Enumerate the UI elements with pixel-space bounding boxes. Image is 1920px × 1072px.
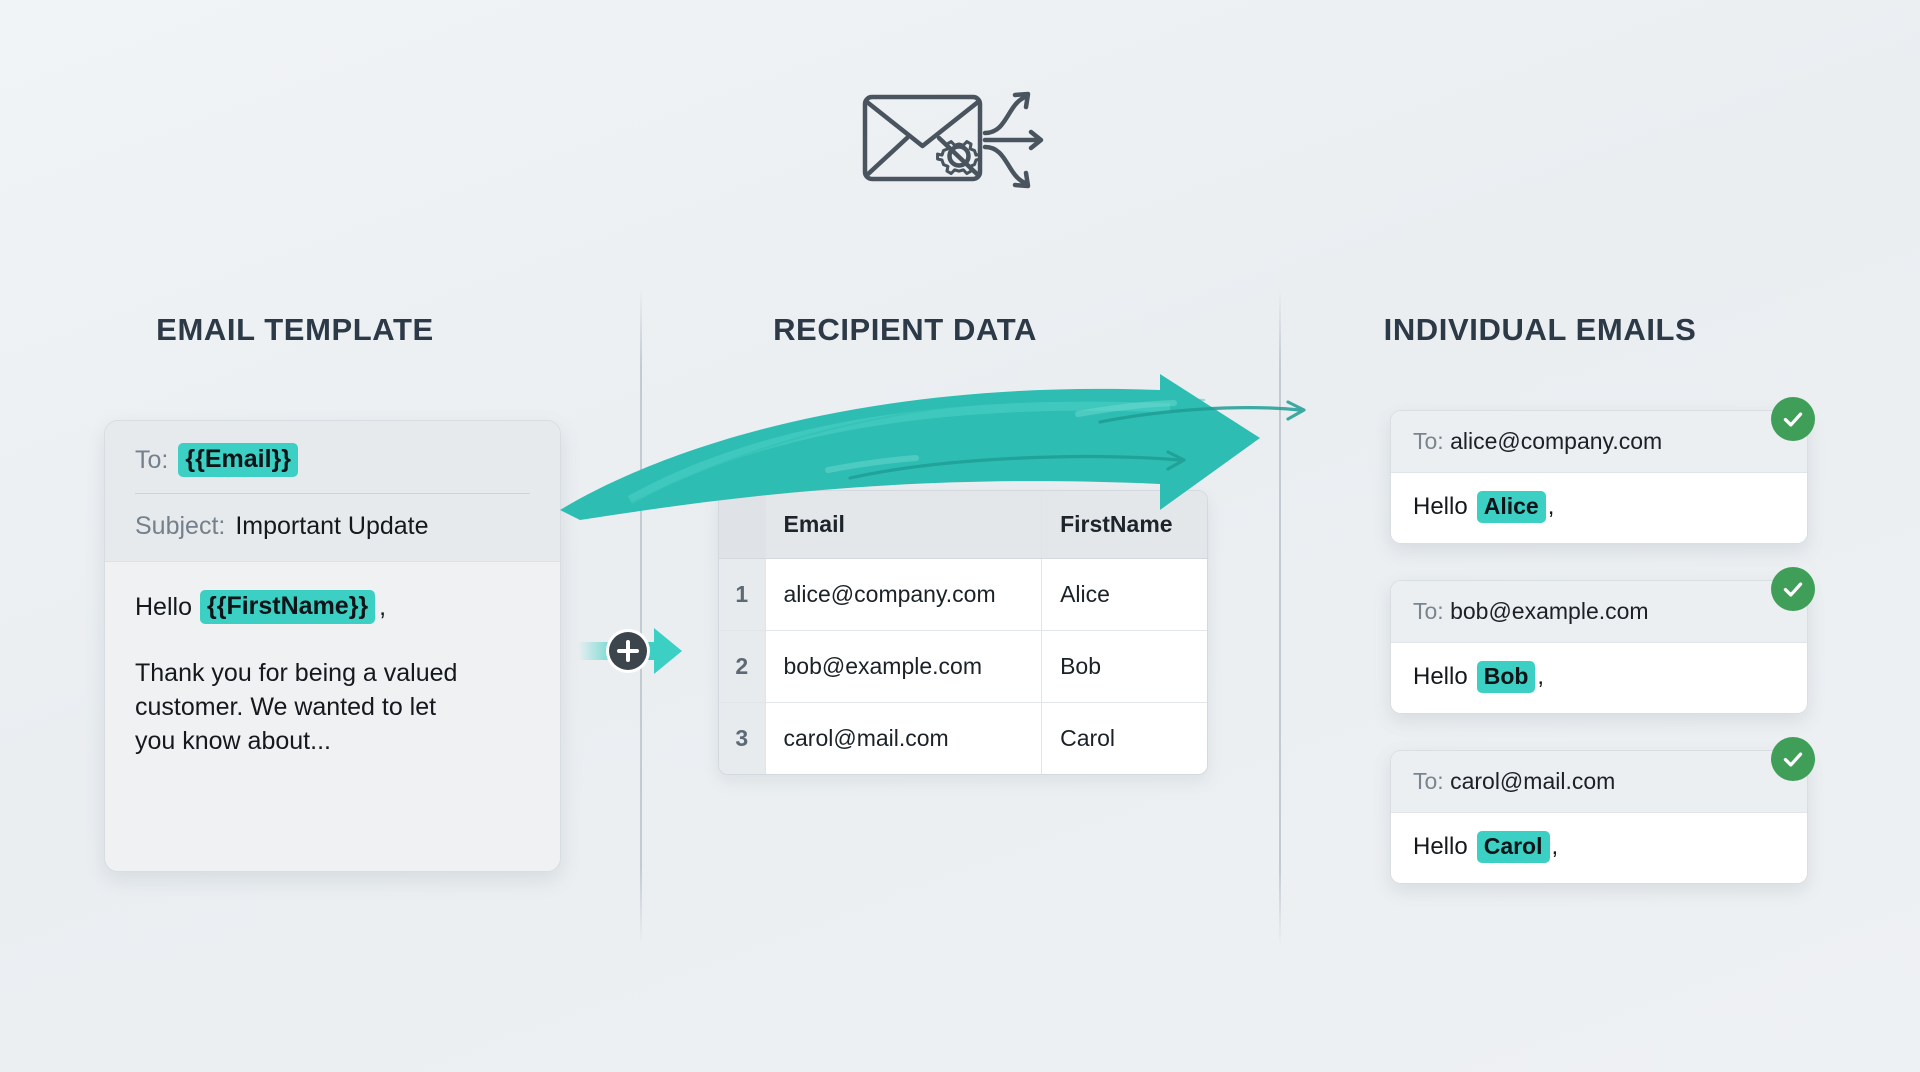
output-to-row: To: alice@company.com [1391, 411, 1807, 473]
output-body: Hello Bob , [1391, 643, 1807, 713]
table-header-row: Email FirstName [719, 491, 1207, 559]
template-greeting-line: Hello {{FirstName}} , [135, 590, 530, 624]
template-subject-value: Important Update [235, 512, 429, 540]
output-name-token: Bob [1476, 661, 1536, 693]
table-header-firstname[interactable]: FirstName [1041, 491, 1207, 559]
envelope-gear-distribute-icon [855, 75, 1065, 195]
row-index: 3 [719, 702, 765, 774]
output-greeting-label: Hello [1413, 493, 1468, 520]
sent-check-icon [1771, 737, 1815, 781]
cell-email[interactable]: alice@company.com [764, 558, 1042, 631]
template-to-row: To: {{Email}} [135, 443, 530, 477]
column-heading-individual-emails: INDIVIDUAL EMAILS [1383, 312, 1697, 347]
table-head: Email FirstName [719, 491, 1207, 559]
output-greeting-label: Hello [1413, 833, 1468, 860]
template-field-divider [135, 493, 530, 494]
merge-connector [578, 620, 698, 682]
output-greeting-comma: , [1547, 493, 1555, 520]
output-to-value: carol@mail.com [1450, 768, 1616, 794]
sent-check-icon [1771, 397, 1815, 441]
individual-email-card[interactable]: To: bob@example.com Hello Bob , [1390, 580, 1808, 714]
row-index: 1 [719, 558, 765, 631]
table-row[interactable]: 1 alice@company.com Alice [719, 558, 1207, 631]
output-to-value: bob@example.com [1450, 598, 1649, 624]
output-greeting-comma: , [1551, 833, 1559, 860]
column-heading-recipient-data: RECIPIENT DATA [773, 312, 1037, 347]
individual-email-card[interactable]: To: alice@company.com Hello Alice , [1390, 410, 1808, 544]
table-row[interactable]: 2 bob@example.com Bob [719, 630, 1207, 703]
recipient-data-table[interactable]: Email FirstName 1 alice@company.com Alic… [718, 490, 1208, 775]
output-body: Hello Alice , [1391, 473, 1807, 543]
table: Email FirstName 1 alice@company.com Alic… [719, 491, 1207, 774]
table-header-email[interactable]: Email [764, 491, 1042, 559]
template-to-label: To: [135, 445, 169, 474]
column-divider-right [1279, 288, 1281, 946]
cell-email[interactable]: bob@example.com [764, 630, 1042, 703]
table-row[interactable]: 3 carol@mail.com Carol [719, 702, 1207, 774]
template-subject-row: Subject: Important Update [135, 512, 530, 541]
template-header: To: {{Email}} Subject: Important Update [105, 421, 560, 561]
row-index: 2 [719, 630, 765, 703]
output-to-row: To: carol@mail.com [1391, 751, 1807, 813]
column-divider-left [640, 288, 642, 946]
output-name-token: Alice [1476, 491, 1546, 523]
output-to-value: alice@company.com [1450, 428, 1663, 454]
cell-email[interactable]: carol@mail.com [764, 702, 1042, 774]
template-firstname-token: {{FirstName}} [199, 590, 376, 624]
template-greeting-comma: , [379, 592, 387, 621]
cell-firstname[interactable]: Carol [1041, 702, 1207, 774]
template-body-text: Thank you for being a valued customer. W… [135, 659, 458, 755]
output-name-token: Carol [1476, 831, 1550, 863]
template-greeting-label: Hello [135, 592, 192, 621]
output-to-label: To: [1413, 768, 1444, 794]
table-header-index [719, 491, 765, 559]
table-body: 1 alice@company.com Alice 2 bob@example.… [719, 558, 1207, 774]
template-to-token: {{Email}} [178, 443, 298, 477]
column-heading-template: EMAIL TEMPLATE [156, 312, 434, 347]
output-to-row: To: bob@example.com [1391, 581, 1807, 643]
output-to-label: To: [1413, 598, 1444, 624]
output-greeting-label: Hello [1413, 663, 1468, 690]
cell-firstname[interactable]: Alice [1041, 558, 1207, 631]
output-to-label: To: [1413, 428, 1444, 454]
individual-email-card[interactable]: To: carol@mail.com Hello Carol , [1390, 750, 1808, 884]
output-body: Hello Carol , [1391, 813, 1807, 883]
sent-check-icon [1771, 567, 1815, 611]
arrow-right-icon [642, 628, 682, 674]
template-subject-label: Subject: [135, 512, 226, 540]
template-body: Hello {{FirstName}} , Thank you for bein… [105, 561, 560, 871]
output-greeting-comma: , [1537, 663, 1545, 690]
cell-firstname[interactable]: Bob [1041, 630, 1207, 703]
curved-merge-arrow-icon [560, 360, 1420, 520]
email-template-card[interactable]: To: {{Email}} Subject: Important Update … [104, 420, 561, 872]
